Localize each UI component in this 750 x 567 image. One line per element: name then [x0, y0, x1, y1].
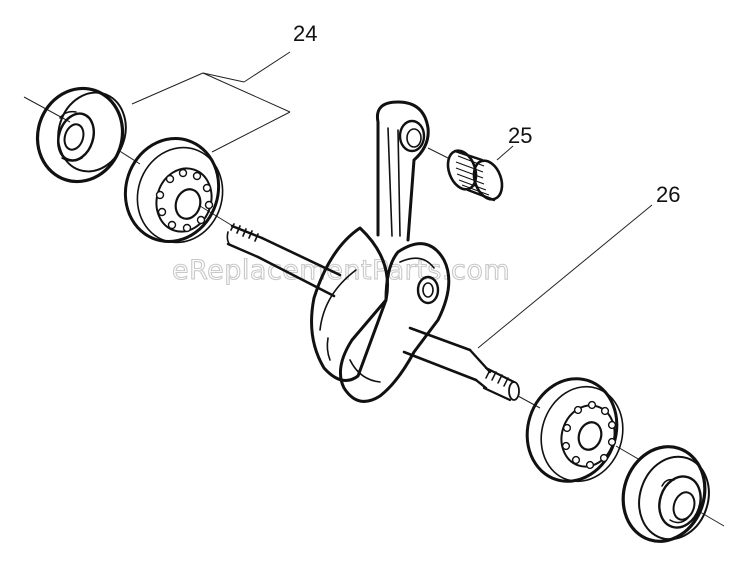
- crank-web-right: [338, 242, 451, 403]
- left-oil-seal: [35, 86, 127, 184]
- right-oil-seal: [621, 445, 710, 543]
- callout-26: 26: [656, 182, 680, 207]
- left-ball-bearing: [123, 137, 224, 244]
- callout-26-leader: [477, 204, 653, 349]
- connecting-rod: [375, 100, 430, 242]
- watermark: eReplacementParts.com: [172, 255, 510, 286]
- callout-25-leader: [496, 145, 514, 161]
- callout-24: 24: [293, 21, 317, 46]
- callout-24-leader: [131, 51, 291, 153]
- needle-bearing: [446, 149, 504, 202]
- axis-line-left: [23, 96, 237, 229]
- needle-bearing-axis: [427, 147, 449, 159]
- crankshaft-right-shaft: [402, 326, 520, 402]
- crank-web-left: [310, 226, 390, 382]
- callout-25: 25: [508, 123, 532, 148]
- right-ball-bearing: [525, 377, 624, 483]
